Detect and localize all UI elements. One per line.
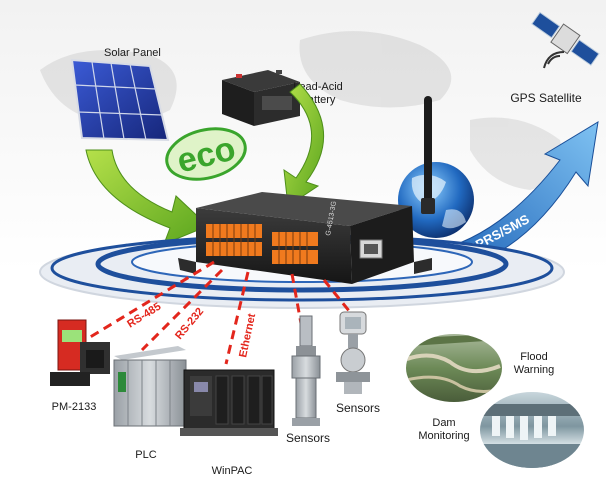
dam-label-line2: Monitoring xyxy=(418,430,469,442)
sensor-link-right xyxy=(322,279,352,313)
gps-satellite-label: GPS Satellite xyxy=(510,91,582,105)
solar-to-device-arrow xyxy=(85,149,209,245)
flood-label-line1: Flood xyxy=(520,351,548,363)
flood-warning-photo xyxy=(480,392,584,468)
ethernet-link xyxy=(224,271,250,365)
antenna-icon xyxy=(421,96,435,214)
battery-illustration xyxy=(222,70,300,126)
plc-label: PLC xyxy=(135,449,156,461)
sensor-probe-illustration xyxy=(291,315,321,426)
rs232-link xyxy=(140,268,224,352)
flood-label-line2: Warning xyxy=(514,364,555,376)
pm2133-meter-illustration xyxy=(50,319,110,386)
rs485-link xyxy=(81,260,215,344)
sensors-right-label: Sensors xyxy=(336,401,380,415)
sensor-link-left xyxy=(290,273,306,341)
sensors-left-label: Sensors xyxy=(286,431,330,445)
gps-satellite-icon xyxy=(531,11,600,69)
pm2133-label: PM-2133 xyxy=(52,401,97,413)
io-device xyxy=(178,192,432,284)
connection-lines xyxy=(81,260,352,365)
eco-badge xyxy=(165,127,247,181)
terminal-blocks xyxy=(206,224,318,264)
plc-illustration xyxy=(113,346,187,427)
dam-label-line1: Dam xyxy=(432,417,455,429)
solar-panel-illustration xyxy=(70,58,170,142)
sensor-transmitter-illustration xyxy=(336,311,370,394)
winpac-label: WinPAC xyxy=(212,465,253,477)
solar-panel-label: Solar Panel xyxy=(104,47,161,59)
winpac-illustration xyxy=(180,369,278,436)
